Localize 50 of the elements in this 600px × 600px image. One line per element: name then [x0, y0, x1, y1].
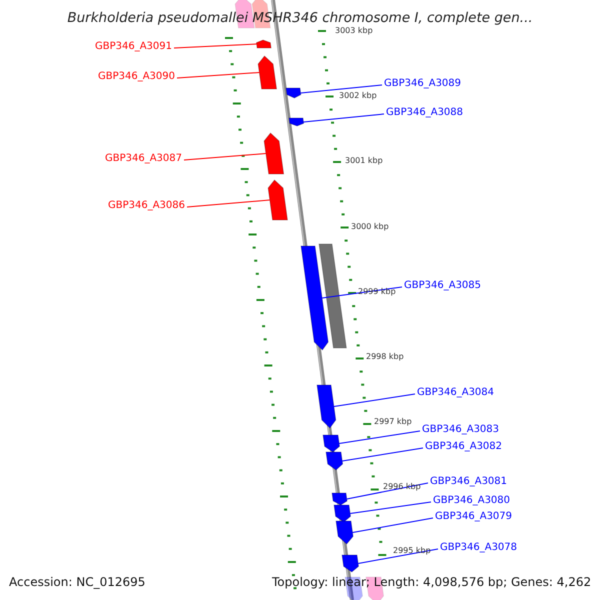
gene-label: GBP346_A3083 [422, 424, 500, 436]
leader-line [358, 548, 438, 564]
gene-feature [323, 435, 340, 452]
gene-label: GBP346_A3084 [417, 387, 494, 399]
gene-feature [342, 555, 360, 572]
gene-label: GBP346_A3085 [404, 280, 482, 292]
gene-feature [267, 180, 288, 220]
leader-line [186, 200, 270, 208]
gene-label: GBP346_A3078 [440, 542, 518, 554]
position-label: 3002 kbp [339, 91, 377, 101]
accession-text: Accession: NC_012695 [9, 575, 146, 590]
leader-line [300, 84, 382, 94]
gene-feature [256, 40, 272, 48]
gene-label: GBP346_A3090 [98, 71, 175, 83]
title: Burkholderia pseudomallei MSHR346 chromosome I, complete gen... [66, 9, 534, 26]
gene-feature [286, 88, 302, 98]
gene-feature [317, 385, 337, 428]
leader-line [174, 44, 258, 48]
position-label: 3001 kbp [345, 156, 383, 166]
gene-feature [263, 133, 284, 174]
gene-label: GBP346_A3087 [104, 153, 182, 165]
position-label: 2998 kbp [366, 352, 404, 362]
gene-feature [332, 493, 348, 505]
leader-line [342, 448, 424, 462]
leader-line [303, 114, 384, 122]
gene-feature [301, 246, 330, 350]
gene-feature [334, 505, 352, 522]
gene-label: GBP346_A3088 [386, 107, 464, 119]
leader-line [352, 518, 434, 533]
leader-line [338, 430, 420, 444]
gene-label: GBP346_A3082 [425, 441, 502, 453]
gene-label: GBP346_A3079 [435, 511, 512, 523]
leader-line [333, 394, 416, 407]
gene-label: GBP346_A3081 [430, 476, 508, 488]
gene-label: GBP346_A3089 [384, 78, 462, 90]
position-label: 3000 kbp [351, 222, 389, 232]
leader-line [176, 72, 260, 78]
gene-feature [319, 244, 346, 348]
position-label: 2997 kbp [374, 417, 412, 427]
leader-line [346, 482, 428, 500]
gene-label: GBP346_A3086 [108, 200, 185, 212]
gene-feature [257, 56, 277, 89]
gene-feature [326, 452, 344, 470]
position-label: 3003 kbp [335, 26, 373, 36]
gene-label: GBP346_A3091 [94, 41, 172, 53]
gene-label: GBP346_A3080 [433, 495, 510, 507]
gene-feature [289, 118, 304, 126]
leader-line [184, 153, 266, 160]
gene-feature [336, 521, 354, 544]
leader-line [350, 502, 432, 514]
